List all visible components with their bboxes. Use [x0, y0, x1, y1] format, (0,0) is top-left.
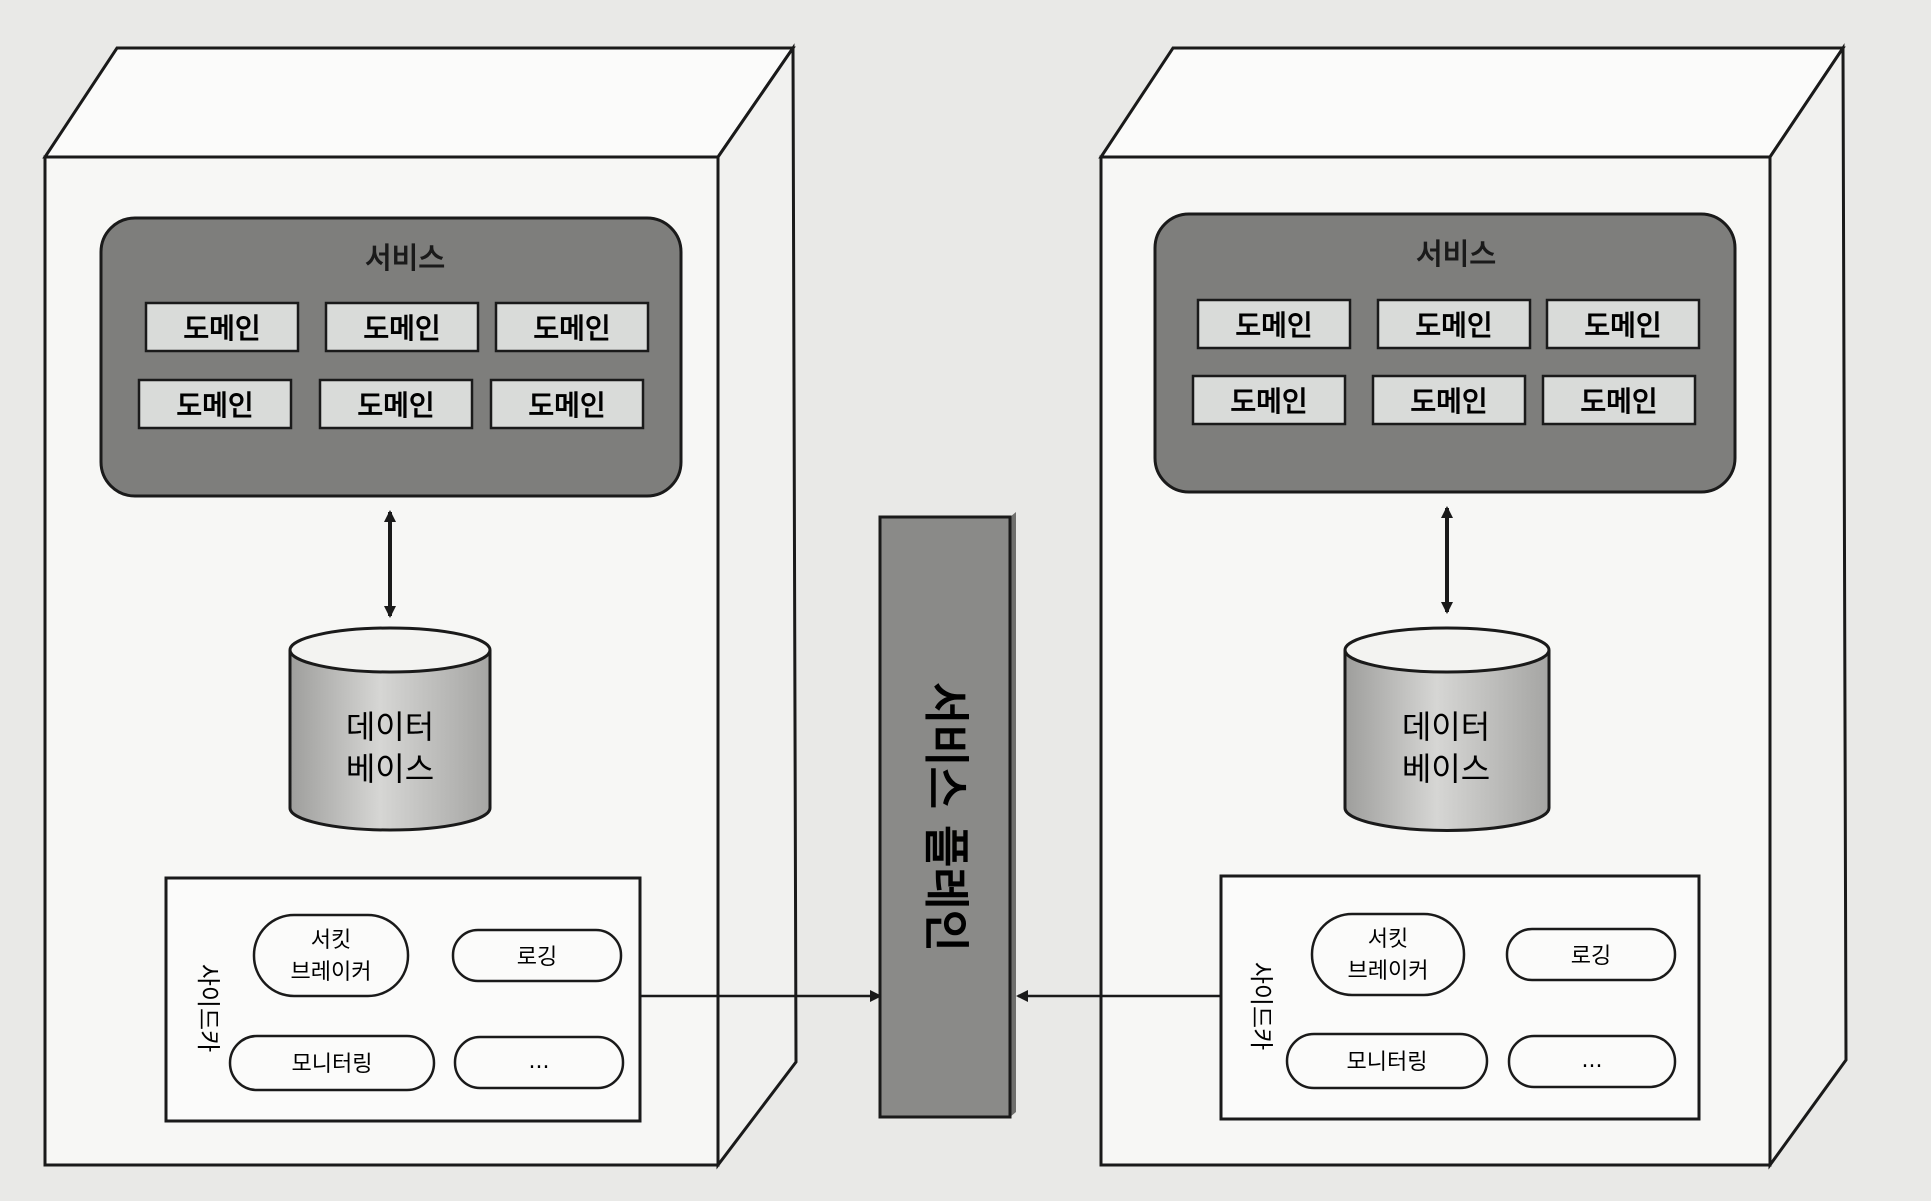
right-domain-box: 도메인: [1196, 298, 1352, 350]
left-sidecar-item-label: 서킷: [311, 928, 351, 953]
left-service-title: 서비스: [365, 241, 445, 275]
left-database-cylinder: 데이터 베이스: [288, 626, 492, 832]
left-sidecar-item-logging: 로깅: [451, 928, 623, 983]
left-database-label: 데이터: [346, 708, 434, 746]
right-database-label: 데이터: [1402, 708, 1490, 746]
left-domain-box: 도메인: [494, 301, 650, 353]
right-domain-box: 도메인: [1376, 298, 1532, 350]
left-sidecar-item-label: ...: [529, 1049, 550, 1074]
right-sidecar-item-label: 모니터링: [1347, 1050, 1428, 1075]
right-sidecar-item-label: ...: [1582, 1048, 1603, 1073]
right-sidecar-item-circuit-breaker: 서킷 브레이커: [1310, 912, 1466, 997]
right-sidecar-item-label: 서킷: [1368, 927, 1408, 952]
right-service-title: 서비스: [1416, 237, 1496, 271]
left-domain-label: 도메인: [528, 389, 605, 422]
right-domain-label: 도메인: [1580, 385, 1657, 418]
right-domain-box: 도메인: [1371, 374, 1527, 426]
right-domain-box: 도메인: [1541, 374, 1697, 426]
right-sidecar-item-logging: 로깅: [1505, 927, 1677, 982]
right-node-box-side: [1768, 43, 1848, 1170]
left-service-block: 서비스 도메인 도메인 도메인 도메인 도메인: [99, 216, 683, 498]
left-sidecar-label: 사이드카: [194, 964, 222, 1052]
right-domain-box: 도메인: [1191, 374, 1347, 426]
left-domain-label: 도메인: [363, 312, 440, 345]
left-node: 서비스 도메인 도메인 도메인 도메인 도메인: [42, 43, 882, 1170]
right-domain-label: 도메인: [1230, 385, 1307, 418]
right-node-box-top: [1098, 46, 1846, 159]
left-sidecar: 사이드카 서킷 브레이커 로깅 모니터링 ...: [164, 876, 642, 1123]
left-sidecar-item-label: 로깅: [517, 945, 557, 970]
left-domain-box: 도메인: [324, 301, 480, 353]
left-sidecar-item-monitoring: 모니터링: [228, 1034, 436, 1092]
right-domain-box: 도메인: [1545, 298, 1701, 350]
right-sidecar-item-label: 로깅: [1571, 944, 1611, 969]
left-sidecar-item-label: 모니터링: [292, 1052, 373, 1077]
right-domain-label: 도메인: [1415, 309, 1492, 342]
left-domain-label: 도메인: [183, 312, 260, 345]
right-domain-label: 도메인: [1410, 385, 1487, 418]
left-domain-box: 도메인: [144, 301, 300, 353]
right-sidecar-label: 사이드카: [1247, 962, 1275, 1050]
left-domain-box: 도메인: [318, 378, 474, 430]
left-domain-label: 도메인: [533, 312, 610, 345]
right-sidecar-item-more: ...: [1507, 1034, 1677, 1089]
right-sidecar: 사이드카 서킷 브레이커 로깅 모니터링 ...: [1219, 874, 1701, 1121]
left-sidecar-item-more: ...: [453, 1035, 625, 1090]
left-domain-label: 도메인: [176, 389, 253, 422]
right-service-block: 서비스 도메인 도메인 도메인 도메인 도메인: [1153, 212, 1737, 494]
left-domain-box: 도메인: [489, 378, 645, 430]
left-domain-label: 도메인: [357, 389, 434, 422]
right-domain-label: 도메인: [1235, 309, 1312, 342]
left-node-box-side: [716, 43, 798, 1170]
left-sidecar-item-circuit-breaker: 서킷 브레이커: [252, 913, 410, 998]
right-sidecar-item-label: 브레이커: [1348, 959, 1429, 984]
service-plane-label: 서비스 플레인: [919, 682, 973, 952]
right-database-cylinder: 데이터 베이스: [1343, 626, 1551, 832]
right-sidecar-item-monitoring: 모니터링: [1285, 1032, 1489, 1090]
left-sidecar-item-label: 브레이커: [291, 960, 372, 985]
left-domain-box: 도메인: [137, 378, 293, 430]
left-node-box-top: [42, 46, 796, 159]
right-domain-label: 도메인: [1584, 309, 1661, 342]
left-database-label: 베이스: [346, 750, 434, 788]
right-database-label: 베이스: [1402, 750, 1490, 788]
right-node: 서비스 도메인 도메인 도메인 도메인 도메인: [1016, 43, 1848, 1170]
service-plane: 서비스 플레인: [878, 512, 1016, 1119]
